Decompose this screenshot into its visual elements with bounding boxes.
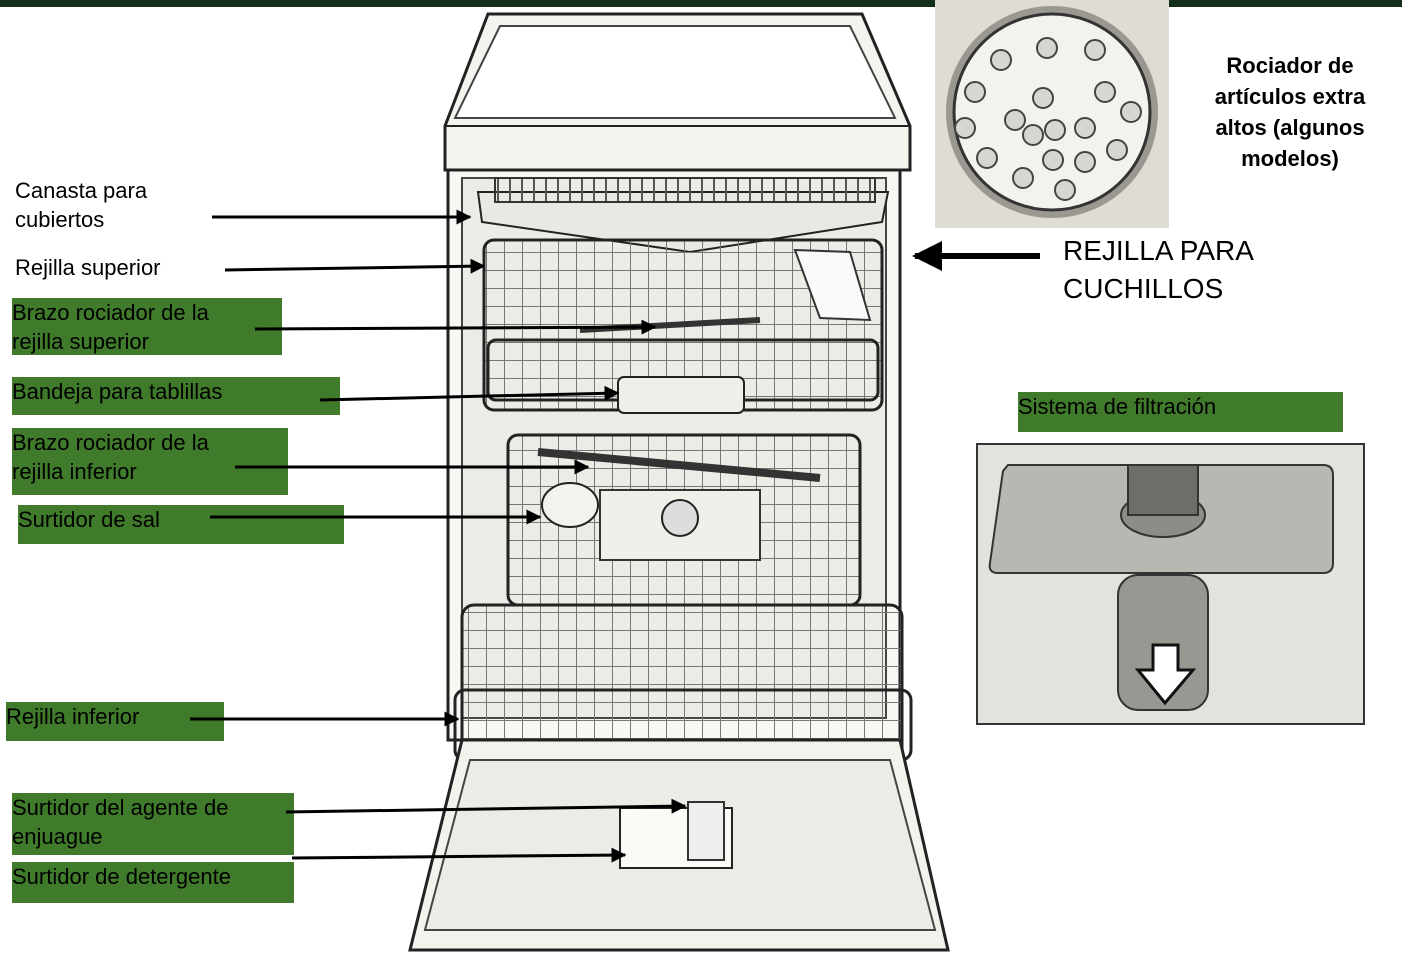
arrow-brazo-superior bbox=[255, 327, 655, 329]
arrow-bandeja bbox=[320, 393, 618, 400]
arrow-detergente bbox=[292, 855, 625, 858]
arrow-agente-enjuague bbox=[286, 806, 685, 812]
arrow-rejilla-superior bbox=[225, 266, 484, 270]
